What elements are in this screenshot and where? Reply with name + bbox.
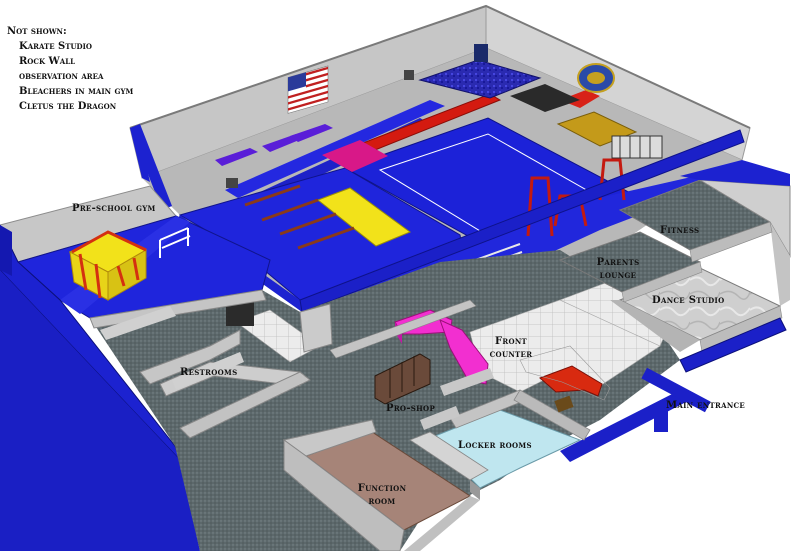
restroom-walls	[139, 329, 241, 385]
not-shown-item: Rock Wall	[19, 56, 76, 67]
label-main-entrance: Main entrance	[666, 400, 746, 411]
main-gym-front-beam	[299, 129, 745, 313]
label-pro-shop: Pro-shop	[386, 403, 436, 414]
not-shown-item: Cletus the Dragon	[19, 101, 117, 112]
label-front-counter-line2: counter	[489, 349, 533, 360]
label-dance-studio: Dance Studio	[652, 295, 725, 306]
label-preschool-gym: Pre-school gym	[72, 203, 156, 214]
not-shown-item: Bleachers in main gym	[19, 86, 134, 97]
not-shown-item: Karate Studio	[19, 41, 92, 52]
gym-logo	[577, 63, 615, 93]
foam-pit	[418, 59, 542, 99]
balance-beams	[244, 184, 355, 250]
not-shown-heading: Not shown:	[7, 26, 67, 37]
beam-mats	[316, 187, 412, 247]
outer-right-wall	[680, 160, 790, 186]
label-fitness: Fitness	[660, 225, 700, 236]
rails	[611, 135, 663, 159]
not-shown-list: Not shown: Karate Studio Rock Wall obser…	[7, 24, 133, 114]
reception-bench	[539, 365, 603, 397]
not-shown-item: observation area	[19, 71, 104, 82]
main-entrance-post	[641, 367, 711, 413]
flag	[287, 65, 329, 114]
label-parents-lounge-line2: lounge	[599, 270, 637, 281]
label-restrooms: Restrooms	[180, 367, 238, 378]
label-parents-lounge-line1: Parents	[596, 257, 640, 268]
label-locker-rooms: Locker rooms	[458, 440, 532, 451]
bounce-house	[68, 230, 148, 301]
label-function-room-line2: room	[368, 496, 396, 507]
label-function-room-line1: Function	[357, 483, 407, 494]
pro-shop-shelves	[374, 353, 431, 405]
runway-mat	[225, 100, 445, 198]
preschool-bars	[159, 227, 191, 258]
label-front-counter-line1: Front	[494, 336, 528, 347]
